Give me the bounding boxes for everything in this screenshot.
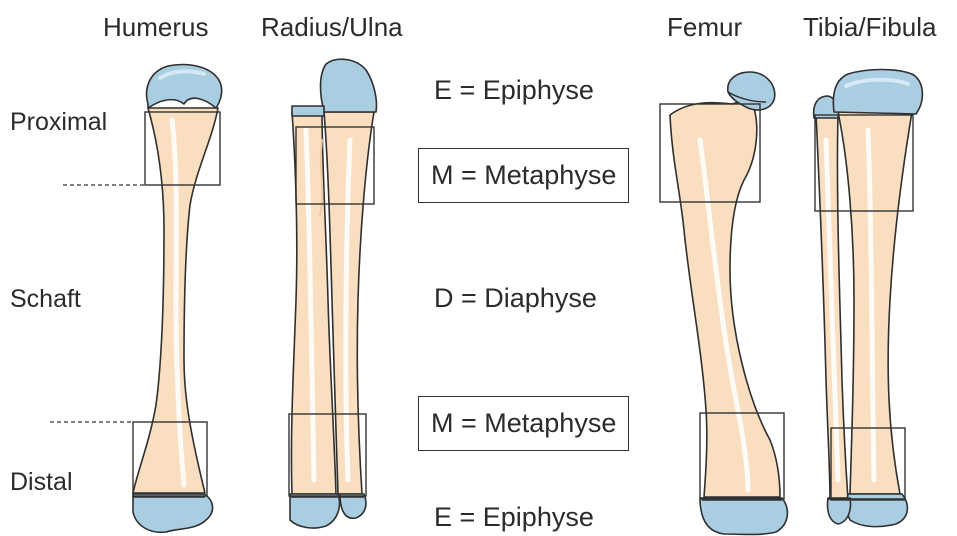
- femur-distal-epiphysis: [700, 498, 787, 535]
- radius-distal-epiphysis: [290, 494, 340, 528]
- tibia-fibula-bones: [814, 70, 923, 527]
- radius-ulna-bones: [289, 59, 377, 528]
- fibula-distal-epiphysis: [827, 498, 850, 524]
- radius-head-epiphysis: [292, 106, 324, 116]
- humerus-bone: [133, 65, 222, 533]
- tibia-proximal-epiphysis: [833, 70, 922, 115]
- humerus-distal-epiphysis: [133, 494, 213, 532]
- femur-bone: [660, 72, 787, 535]
- femur-shaft: [670, 101, 780, 497]
- ulna-olecranon-epiphysis: [321, 59, 377, 112]
